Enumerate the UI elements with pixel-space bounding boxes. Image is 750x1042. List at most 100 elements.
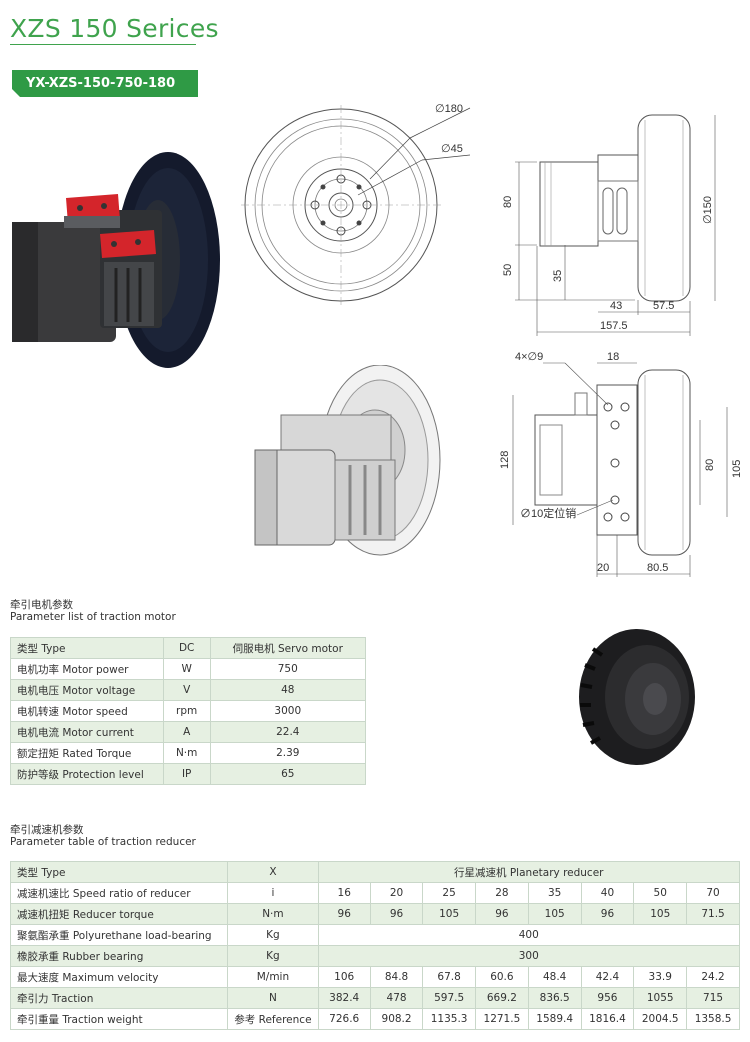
param-value: 70 (686, 882, 740, 904)
dim-35: 35 (552, 270, 564, 282)
param-value: 836.5 (527, 987, 582, 1009)
param-value: 726.6 (317, 1008, 371, 1030)
param-label: 额定扭矩 Rated Torque (10, 742, 164, 764)
motor-section-title-cn: 牵引电机参数 (10, 599, 73, 611)
param-value: 96 (317, 903, 371, 925)
param-value: 2004.5 (633, 1008, 688, 1030)
param-value: 16 (317, 882, 371, 904)
param-value: 35 (527, 882, 582, 904)
dim-43: 43 (610, 300, 622, 312)
param-value: 1589.4 (527, 1008, 582, 1030)
param-value: 84.8 (369, 966, 424, 988)
dim-18: 18 (607, 351, 619, 363)
param-value: 25 (422, 882, 476, 904)
param-label: 电机转速 Motor speed (10, 700, 164, 722)
param-value: 96 (580, 903, 635, 925)
param-unit: A (162, 721, 211, 743)
param-value: 伺服电机 Servo motor (209, 637, 367, 659)
product-photo-assembly (254, 365, 441, 556)
param-value: 24.2 (686, 966, 740, 988)
header-unit: X (227, 861, 319, 883)
product-photo-main (12, 152, 220, 368)
dim-20: 20 (597, 562, 609, 574)
model-tab: YX-XZS-150-750-180 (12, 70, 198, 97)
param-value: 20 (369, 882, 424, 904)
param-label: 牵引力 Traction (9, 987, 229, 1009)
param-unit: Kg (227, 924, 319, 946)
dim-dia-45: ∅45 (441, 143, 463, 155)
param-unit: N·m (227, 903, 319, 925)
param-label: 电机电压 Motor voltage (10, 679, 164, 701)
param-value: 67.8 (422, 966, 476, 988)
param-value: 669.2 (475, 987, 529, 1009)
param-unit: IP (162, 763, 211, 785)
param-value: 50 (633, 882, 688, 904)
param-label: 减速机速比 Speed ratio of reducer (9, 882, 229, 904)
param-value: 71.5 (686, 903, 740, 925)
param-unit: M/min (227, 966, 319, 988)
dim-105: 105 (731, 460, 743, 478)
param-unit: 参考 Reference (227, 1008, 319, 1030)
param-label: 聚氨酯承重 Polyurethane load-bearing (9, 924, 229, 946)
param-label: 防护等级 Protection level (10, 763, 164, 785)
param-unit: W (162, 658, 211, 680)
dim-80: 80 (502, 196, 514, 208)
mount-view-drawing: 4×∅9 18 128 80 105 ∅10定位销 20 80.5 (499, 351, 743, 577)
param-value: 105 (527, 903, 582, 925)
param-value: 42.4 (580, 966, 635, 988)
param-value: 60.6 (475, 966, 529, 988)
param-label: 牵引重量 Traction weight (9, 1008, 229, 1030)
param-value: 3000 (209, 700, 367, 722)
param-label: 减速机扭矩 Reducer torque (9, 903, 229, 925)
dim-57-5: 57.5 (653, 300, 674, 312)
param-value: 1358.5 (686, 1008, 740, 1030)
param-value: 715 (686, 987, 740, 1009)
param-value: 40 (580, 882, 635, 904)
param-value: 96 (475, 903, 529, 925)
param-value: 105 (422, 903, 476, 925)
param-unit: DC (162, 637, 211, 659)
dim-pin: ∅10定位销 (520, 506, 576, 520)
header-label: 类型 Type (9, 861, 229, 883)
param-label: 电机功率 Motor power (10, 658, 164, 680)
param-unit: V (162, 679, 211, 701)
param-value: 597.5 (422, 987, 476, 1009)
reducer-section-title-en: Parameter table of traction reducer (10, 836, 196, 848)
param-value: 28 (475, 882, 529, 904)
param-value: 382.4 (317, 987, 371, 1009)
header-type: 行星减速机 Planetary reducer (317, 861, 741, 883)
motor-section-title-en: Parameter list of traction motor (10, 611, 176, 623)
param-value: 2.39 (209, 742, 367, 764)
side-view-drawing: 80 50 35 ∅150 43 57.5 157.5 (502, 114, 716, 336)
param-unit: N (227, 987, 319, 1009)
dim-128: 128 (499, 451, 511, 469)
param-value: 48 (209, 679, 367, 701)
param-value: 400 (317, 924, 741, 946)
dim-dia-150: ∅150 (702, 196, 714, 224)
param-label: 最大速度 Maximum velocity (9, 966, 229, 988)
param-value: 300 (317, 945, 741, 967)
dim-holes: 4×∅9 (515, 351, 543, 363)
page-title: XZS 150 Serices (10, 14, 219, 43)
param-value: 33.9 (633, 966, 688, 988)
param-value: 1816.4 (580, 1008, 635, 1030)
param-value: 106 (317, 966, 371, 988)
param-label: 电机电流 Motor current (10, 721, 164, 743)
param-unit: Kg (227, 945, 319, 967)
param-value: 1055 (633, 987, 688, 1009)
